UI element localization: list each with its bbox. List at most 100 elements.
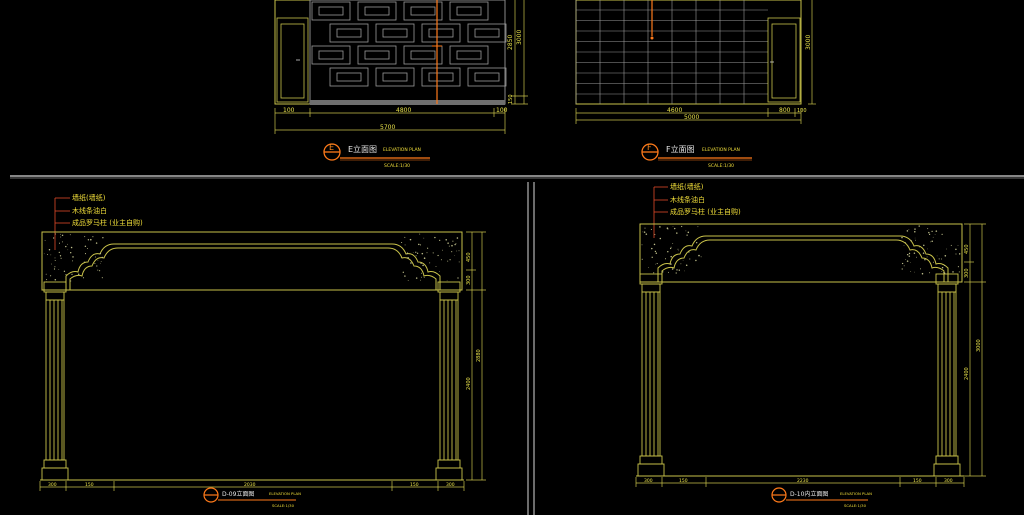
- arch-speckle: [914, 230, 916, 233]
- arch-speckle: [952, 271, 954, 273]
- arch-speckle: [906, 230, 909, 232]
- arch-speckle: [419, 244, 422, 246]
- arch-speckle: [416, 252, 419, 254]
- arch-speckle: [941, 233, 943, 235]
- arch-speckle: [667, 228, 669, 230]
- arch-speckle: [927, 248, 929, 250]
- arch-speckle: [915, 256, 917, 258]
- d10-bottom-dims: [635, 477, 965, 487]
- arch-speckle: [449, 259, 451, 261]
- arch-speckle: [930, 241, 931, 243]
- d09-title-en: ELEVATION PLAN: [269, 491, 301, 496]
- arch-speckle: [943, 272, 946, 274]
- arch-speckle: [454, 255, 455, 256]
- arch-speckle: [648, 267, 649, 268]
- arch-speckle: [698, 254, 700, 257]
- arch-speckle: [454, 243, 456, 246]
- d10-right-dim-3: 3000: [976, 339, 982, 352]
- arch-speckle: [54, 257, 56, 259]
- f-right-dim-1: 3000: [805, 35, 812, 50]
- arch-speckle: [678, 269, 680, 271]
- d09-right-dim-1: 450: [466, 252, 472, 262]
- arch-speckle: [697, 226, 699, 228]
- e-panel-inner: [410, 6, 436, 16]
- f-bottom-dims: [575, 108, 802, 124]
- arch-speckle: [61, 241, 63, 243]
- f-title-block: F F立面图 ELEVATION PLAN SCALE:1/30: [641, 143, 752, 169]
- arch-speckle: [51, 263, 52, 265]
- e-panel-inner: [456, 6, 482, 16]
- e-wall-frame: [274, 0, 506, 105]
- d10-dim-4: 150: [913, 478, 922, 484]
- arch-speckle: [97, 269, 99, 271]
- arch-speckle: [420, 262, 422, 265]
- arch-speckle: [61, 235, 63, 236]
- arch-speckle: [695, 259, 697, 262]
- d10-column-left: [637, 273, 665, 477]
- elevation-f: 3000 4600 800 100 5000 F F立面图 ELEVATION …: [575, 0, 816, 169]
- arch-speckle: [420, 276, 422, 278]
- arch-speckle: [432, 252, 434, 254]
- d09-note-3: 成品罗马柱 (业主自购): [72, 218, 143, 227]
- arch-speckle: [943, 272, 945, 273]
- arch-speckle: [94, 262, 96, 264]
- arch-speckle: [932, 236, 934, 238]
- arch-speckle: [407, 280, 409, 281]
- arch-speckle: [944, 255, 947, 257]
- arch-speckle: [696, 242, 698, 244]
- arch-speckle: [931, 230, 933, 233]
- e-dim-100-right: 100: [496, 107, 508, 114]
- d09-dim-3: 2030: [244, 482, 256, 488]
- arch-speckle: [86, 248, 88, 249]
- e-right-dim-1: 2850: [507, 35, 514, 50]
- elevation-d09: 墙纸(墙纸) 木线条油白 成品罗马柱 (业主自购): [39, 193, 486, 508]
- arch-speckle: [922, 252, 925, 254]
- arch-speckle: [90, 238, 92, 241]
- arch-speckle: [426, 252, 428, 254]
- d10-right-dim-1: 450: [964, 244, 970, 254]
- arch-speckle: [919, 268, 922, 270]
- d09-arch-header: [41, 231, 463, 291]
- sheet-dividers: [10, 175, 1024, 515]
- arch-speckle: [680, 263, 682, 265]
- arch-speckle: [439, 239, 441, 241]
- d10-note-2: 木线条油白: [670, 195, 705, 204]
- arch-speckle: [83, 261, 85, 263]
- arch-speckle: [908, 252, 911, 255]
- e-panel-inner: [474, 28, 500, 38]
- arch-speckle: [650, 228, 652, 230]
- arch-speckle: [50, 254, 52, 256]
- arch-speckle: [671, 268, 674, 270]
- arch-speckle: [685, 264, 688, 267]
- arch-speckle: [447, 242, 449, 244]
- arch-speckle: [901, 262, 904, 265]
- arch-speckle: [67, 249, 69, 251]
- arch-speckle: [669, 247, 672, 250]
- arch-speckle: [101, 256, 103, 259]
- e-panel-inner: [336, 28, 362, 38]
- arch-speckle: [672, 243, 674, 244]
- arch-speckle: [407, 257, 409, 259]
- e-panel: [421, 23, 461, 43]
- e-panel-inner: [382, 72, 408, 82]
- d10-title: D-10内立面图: [790, 490, 828, 498]
- arch-speckle: [58, 242, 61, 244]
- arch-speckle: [96, 265, 98, 267]
- d09-right-dims: [466, 231, 486, 481]
- d09-right-dim-2: 300: [466, 275, 472, 285]
- arch-speckle: [69, 234, 71, 236]
- e-panel: [449, 1, 489, 21]
- arch-speckle: [47, 254, 48, 255]
- arch-speckle: [100, 262, 101, 264]
- e-dim-100-left: 100: [283, 107, 295, 114]
- arch-speckle: [910, 271, 912, 272]
- arch-speckle: [919, 246, 920, 248]
- arch-speckle: [677, 248, 679, 250]
- arch-speckle: [404, 244, 406, 246]
- arch-speckle: [65, 245, 67, 248]
- arch-speckle: [670, 246, 672, 248]
- arch-speckle: [446, 280, 448, 282]
- arch-speckle: [95, 242, 98, 244]
- d09-note-1: 墙纸(墙纸): [72, 193, 106, 202]
